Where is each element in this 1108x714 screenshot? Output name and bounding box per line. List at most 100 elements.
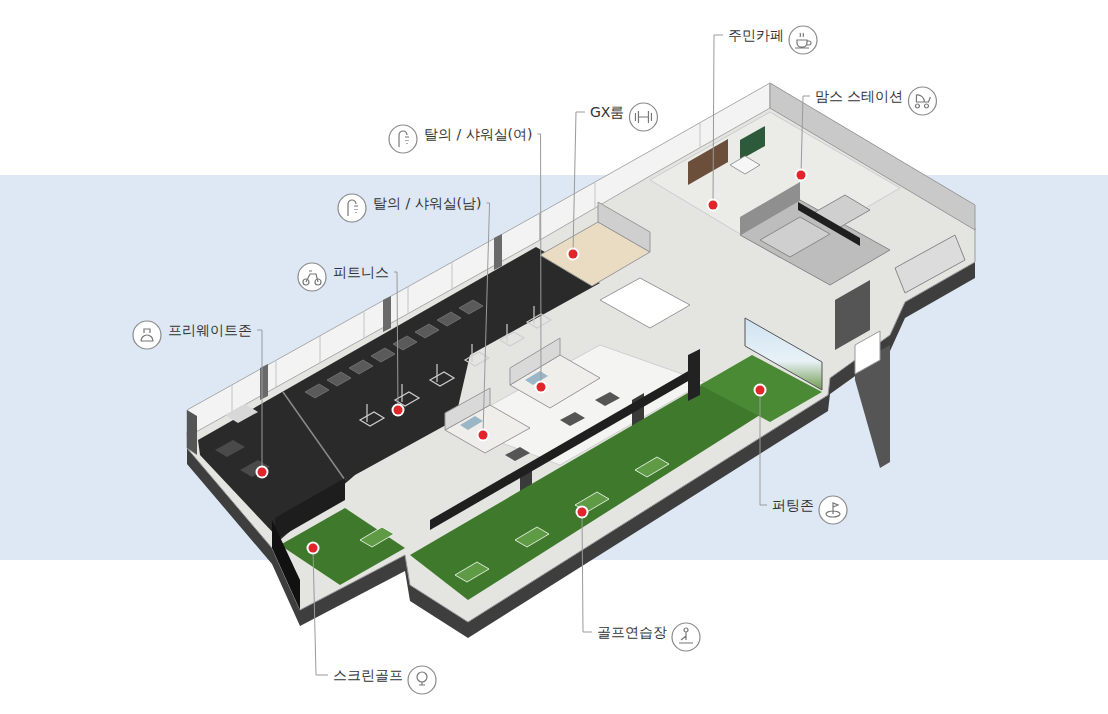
- treadmill: [305, 300, 483, 398]
- location-marker: [309, 544, 318, 553]
- back-wall: [320, 336, 321, 363]
- location-marker: [578, 508, 587, 517]
- gx-room: [598, 202, 650, 252]
- area-icon: [629, 103, 657, 131]
- back-wall: [408, 287, 409, 314]
- location-marker: [535, 381, 548, 394]
- treadmill: [371, 348, 395, 362]
- area-icon: [338, 194, 366, 222]
- location-marker: [569, 250, 578, 259]
- area-icon: [908, 87, 936, 115]
- gym-floor: [283, 392, 345, 480]
- location-marker: [479, 431, 488, 440]
- area-icon: [679, 628, 693, 643]
- leader-line: [582, 512, 592, 632]
- area-label: 스크린골프: [333, 666, 403, 684]
- back-wall: [187, 410, 197, 455]
- screen-golf-room: [272, 520, 300, 610]
- golf-range: [688, 349, 700, 401]
- area-label: 골프연습장: [597, 623, 667, 641]
- weight-machine: [471, 344, 472, 362]
- area-icon: [338, 194, 366, 222]
- screen-golf-room: [360, 527, 394, 547]
- area-icon: [672, 623, 700, 651]
- area-label: 탈의 / 샤워실(여): [424, 125, 533, 143]
- weight-machine: [533, 306, 534, 324]
- screen-golf-room: [272, 478, 405, 610]
- lobby-floor: [505, 447, 530, 461]
- area-icon: [672, 623, 700, 651]
- gym-floor: [215, 440, 245, 457]
- area-label: 피트니스: [333, 263, 389, 281]
- location-marker: [535, 381, 548, 394]
- golf-range: [410, 383, 760, 600]
- back-wall: [595, 182, 596, 209]
- area-icon: [348, 200, 358, 216]
- area-label: 주민카페: [728, 26, 784, 44]
- area-icon: [298, 263, 326, 291]
- location-marker: [754, 384, 767, 397]
- leader-line: [713, 35, 723, 205]
- location-marker: [307, 542, 320, 555]
- putting-zone: [700, 318, 822, 422]
- back-wall: [364, 311, 365, 339]
- area-icon: [298, 263, 326, 291]
- area-icon: [789, 26, 817, 54]
- gx-room: [540, 202, 690, 328]
- golf-range: [455, 457, 669, 582]
- weight-machine: [360, 412, 384, 426]
- treadmill: [437, 312, 461, 326]
- location-marker: [754, 384, 767, 397]
- location-marker: [709, 201, 718, 210]
- weight-machine: [430, 372, 454, 386]
- locker-room: [460, 416, 483, 430]
- area-icon: [417, 672, 427, 685]
- area-label: 프리웨이트존: [168, 321, 252, 339]
- lobby-floor: [560, 412, 585, 426]
- back-wall: [383, 296, 391, 332]
- treadmill: [349, 360, 373, 374]
- upper-wing: [688, 139, 728, 185]
- weight-machine: [527, 314, 551, 328]
- upper-wing: [740, 126, 765, 160]
- upper-wing: [798, 202, 860, 246]
- location-marker: [756, 386, 765, 395]
- treadmill: [305, 384, 329, 398]
- area-icon: [141, 329, 153, 341]
- area-label: GX룸: [590, 103, 624, 121]
- back-wall: [260, 364, 268, 400]
- area-icon: [133, 321, 161, 349]
- area-label: 맘스 스테이션: [815, 87, 903, 105]
- area-icon: [133, 321, 161, 349]
- back-wall: [276, 360, 277, 388]
- location-marker: [537, 383, 546, 392]
- upper-wing: [810, 195, 870, 230]
- floor-slab: [187, 105, 975, 638]
- weight-machine: [436, 364, 437, 382]
- gym-floor: [225, 404, 258, 423]
- area-icon: [629, 103, 657, 131]
- upper-wing: [855, 331, 880, 374]
- upper-wing: [730, 156, 760, 174]
- golf-range: [430, 370, 690, 530]
- gx-room: [600, 278, 690, 328]
- area-icon: [908, 87, 936, 115]
- leader-line: [483, 203, 490, 435]
- back-wall: [232, 385, 233, 412]
- putting-zone: [745, 318, 822, 390]
- area-label: 탈의 / 샤워실(남): [373, 194, 482, 212]
- area-icon: [635, 111, 651, 123]
- golf-range: [635, 457, 669, 477]
- location-marker: [795, 169, 808, 182]
- location-marker: [707, 199, 720, 212]
- location-marker: [797, 171, 806, 180]
- leader-line: [760, 390, 767, 505]
- area-icon: [795, 33, 811, 48]
- lobby-floor: [595, 392, 620, 406]
- location-marker: [477, 429, 490, 442]
- location-marker: [567, 248, 580, 261]
- golf-range: [455, 562, 489, 582]
